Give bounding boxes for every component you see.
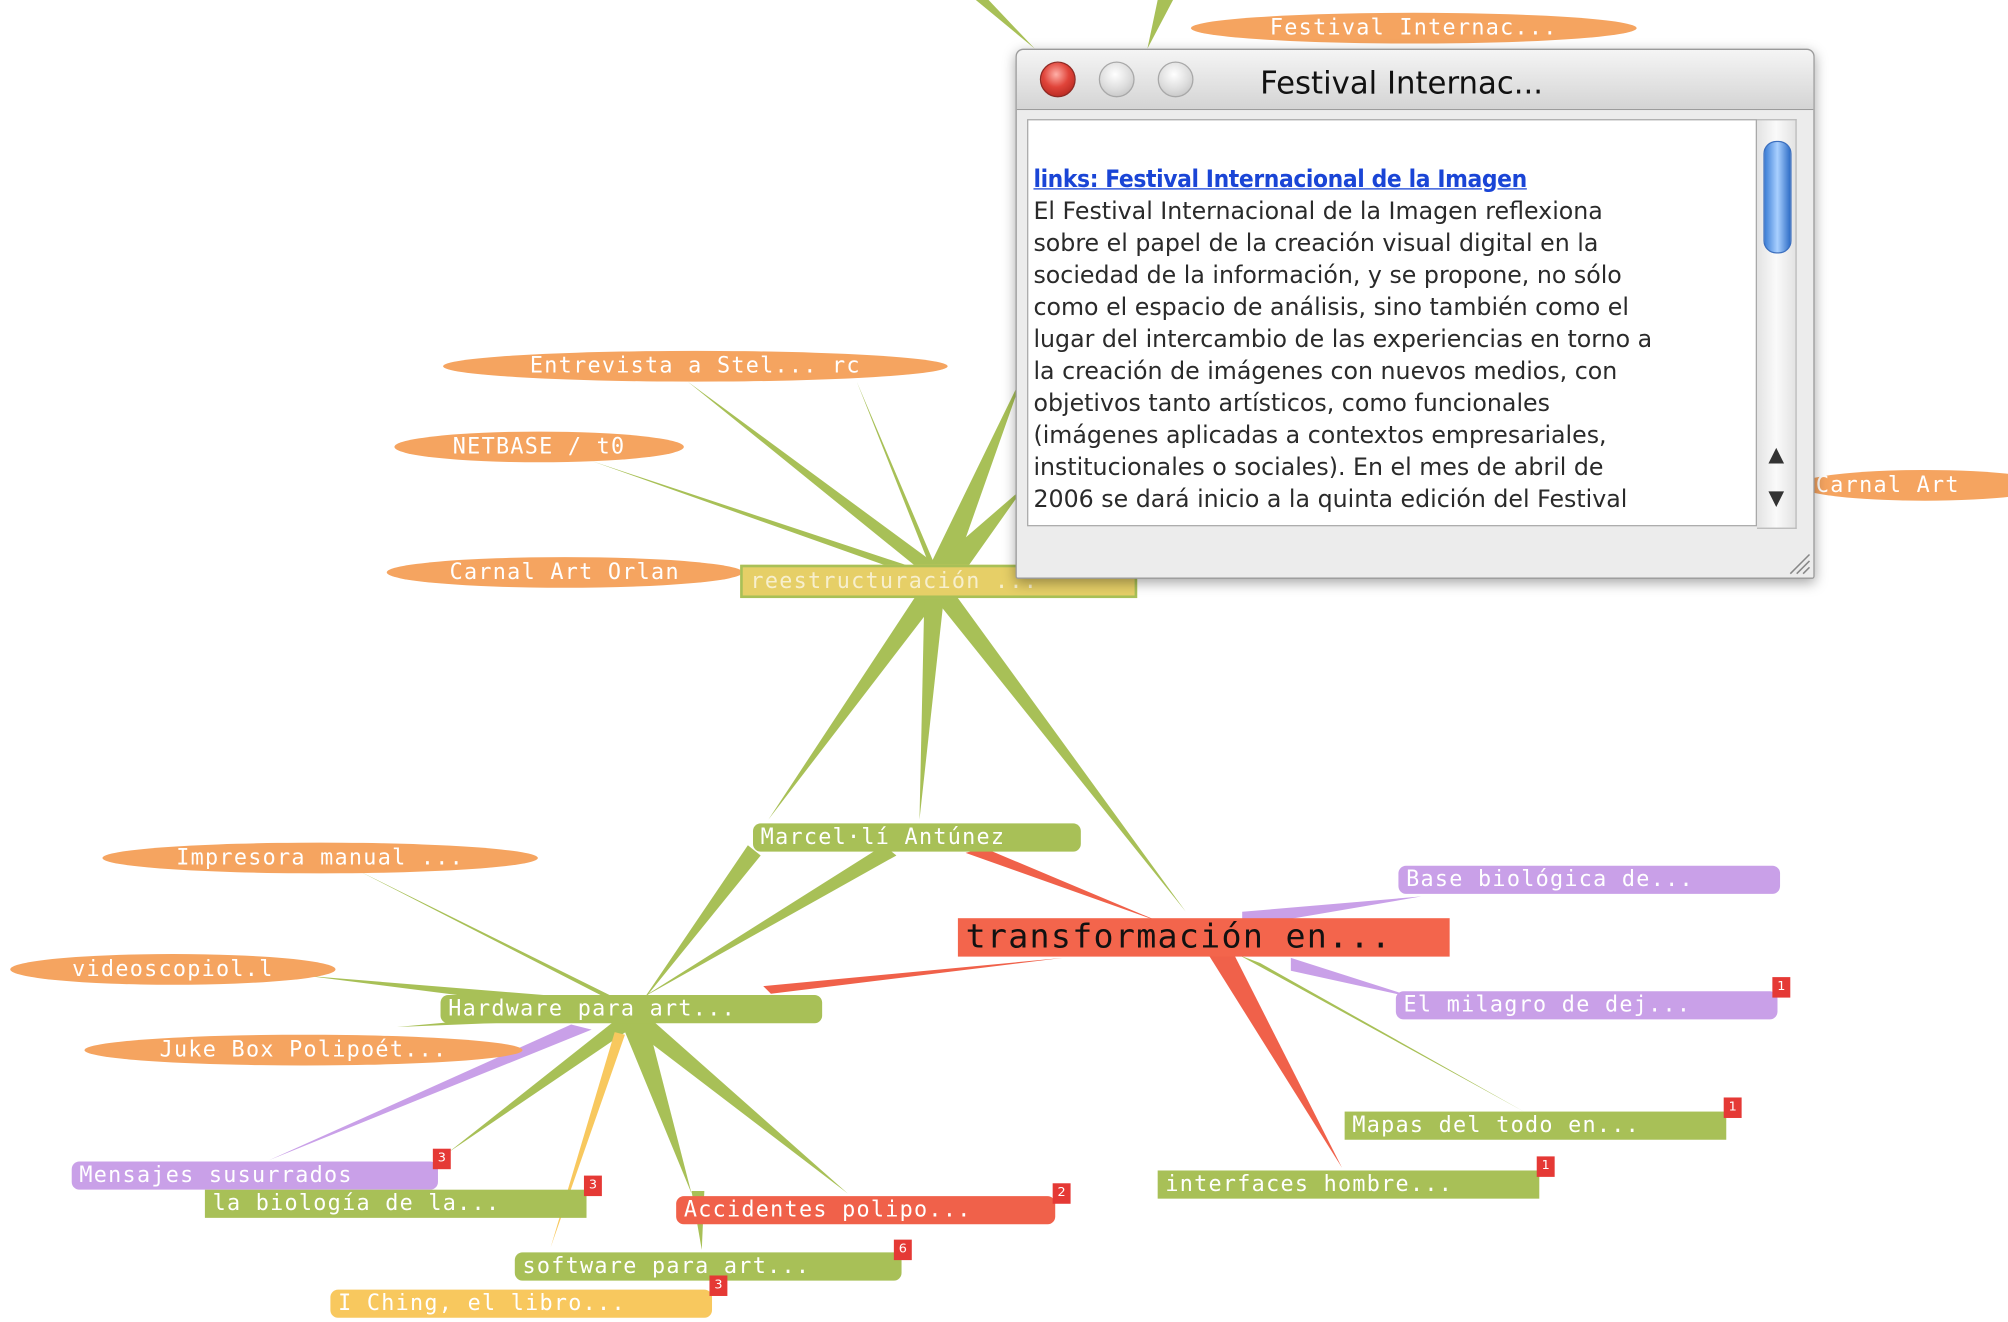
edge xyxy=(640,845,761,1004)
note-count-badge[interactable]: 1 xyxy=(1772,977,1791,998)
edge xyxy=(927,371,1025,590)
note-count-badge[interactable]: 3 xyxy=(709,1275,728,1296)
edge xyxy=(927,583,1186,912)
edge xyxy=(640,845,897,999)
body-line: como el espacio de análisis, sino tambié… xyxy=(1033,294,1629,322)
node-carnal-left[interactable]: Carnal Art Orlan xyxy=(386,557,743,588)
popup-content[interactable]: links: Festival Internacional de la Imag… xyxy=(1027,119,1757,527)
minimize-window-button[interactable] xyxy=(1098,61,1135,98)
node-mensajes[interactable]: Mensajes susurrados xyxy=(71,1161,438,1190)
edge xyxy=(965,847,1161,923)
node-hardware[interactable]: Hardware para art... xyxy=(440,995,823,1024)
edge xyxy=(919,586,946,820)
popup-link[interactable]: links: Festival Internacional de la Imag… xyxy=(1033,165,1527,194)
edge xyxy=(591,461,946,587)
body-line: 2006 se dará inicio a la quinta edición … xyxy=(1033,486,1628,514)
scroll-down-icon[interactable]: ▼ xyxy=(1768,485,1785,510)
node-milagro[interactable]: El milagro de dej... xyxy=(1395,991,1778,1020)
node-entrevista[interactable]: Entrevista a Stel... rc xyxy=(443,350,948,382)
note-count-badge[interactable]: 6 xyxy=(893,1239,912,1261)
edge xyxy=(1239,955,1524,1112)
node-juke-box[interactable]: Juke Box Polipoét... xyxy=(84,1034,523,1066)
edge xyxy=(1208,955,1343,1168)
note-count-badge[interactable]: 1 xyxy=(1723,1097,1742,1118)
edge xyxy=(975,0,1035,49)
vertical-scrollbar[interactable]: ▲ ▼ xyxy=(1756,119,1797,529)
body-line: sociedad de la información, y se propone… xyxy=(1033,262,1622,290)
scroll-up-icon[interactable]: ▲ xyxy=(1768,441,1785,467)
edge xyxy=(687,381,951,595)
node-netbase[interactable]: NETBASE / t0 xyxy=(394,431,684,463)
node-mapas[interactable]: Mapas del todo en... xyxy=(1344,1111,1727,1140)
popup-titlebar[interactable]: Festival Internac... xyxy=(1016,49,1814,111)
note-count-badge[interactable]: 3 xyxy=(583,1175,602,1197)
body-line: lugar del intercambio de las experiencia… xyxy=(1033,326,1653,354)
popup-window[interactable]: Festival Internac... links: Festival Int… xyxy=(1015,48,1815,579)
node-festival-top[interactable]: Festival Internac... xyxy=(1190,12,1637,44)
node-center-transformacion[interactable]: transformación en... xyxy=(957,918,1450,957)
edge xyxy=(448,1016,648,1153)
scrollbar-thumb[interactable] xyxy=(1763,140,1792,254)
node-accidentes[interactable]: Accidentes polipo... xyxy=(676,1196,1056,1225)
node-marcel[interactable]: Marcel·lí Antúnez xyxy=(752,823,1081,852)
node-impresora[interactable]: Impresora manual ... xyxy=(102,842,538,874)
note-count-badge[interactable]: 3 xyxy=(432,1148,451,1170)
body-line: institucionales o sociales). En el mes d… xyxy=(1033,454,1604,482)
node-iching[interactable]: I Ching, el libro... xyxy=(330,1289,713,1318)
note-count-badge[interactable]: 2 xyxy=(1052,1183,1071,1204)
edge xyxy=(619,1014,848,1194)
node-biologia[interactable]: la biología de la... xyxy=(204,1189,587,1218)
body-line: (imágenes aplicadas a contextos empresar… xyxy=(1033,422,1607,450)
node-carnal-right[interactable]: Carnal Art xyxy=(1797,469,2008,501)
body-line: la creación de imágenes con nuevos medio… xyxy=(1033,358,1618,386)
node-software[interactable]: software para art... xyxy=(514,1252,902,1281)
body-line: sobre el papel de la creación visual dig… xyxy=(1033,230,1599,258)
body-line: objetivos tanto artísticos, como funcion… xyxy=(1033,390,1550,418)
edge xyxy=(763,957,1063,994)
edge xyxy=(619,1014,692,1194)
close-window-button[interactable] xyxy=(1039,61,1076,98)
note-count-badge[interactable]: 1 xyxy=(1536,1156,1555,1177)
red-branches xyxy=(763,847,1343,1168)
node-videoscopiol[interactable]: videoscopiol.l xyxy=(10,954,336,985)
popup-title: Festival Internac... xyxy=(1260,65,1544,102)
edge xyxy=(1290,957,1419,999)
zoom-window-button[interactable] xyxy=(1157,61,1194,98)
edge xyxy=(1147,0,1174,49)
node-base-biologica[interactable]: Base biológica de... xyxy=(1398,865,1781,894)
body-line: El Festival Internacional de la Imagen r… xyxy=(1033,198,1603,226)
resize-grip-icon[interactable] xyxy=(1785,549,1811,575)
edge xyxy=(268,1024,592,1161)
node-interfaces[interactable]: interfaces hombre... xyxy=(1157,1170,1540,1199)
